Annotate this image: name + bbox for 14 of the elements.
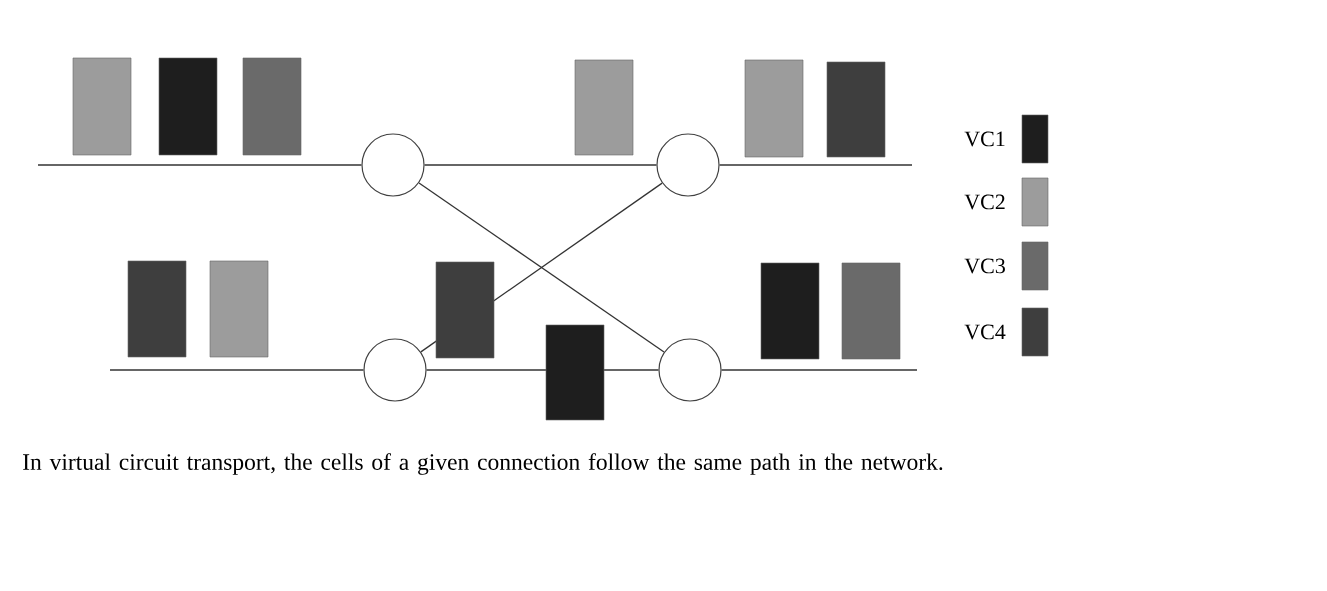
link-line <box>718 164 913 166</box>
legend-label: VC4 <box>964 324 1006 340</box>
caption: In virtual circuit transport, the cells of a given connection follow the same path in the network. <box>23 453 943 475</box>
switch-circle <box>361 133 425 197</box>
link-line <box>37 164 363 166</box>
link-line <box>423 164 658 166</box>
link-line <box>109 369 365 371</box>
legend-label: VC2 <box>964 194 1005 210</box>
switch-circle <box>363 338 427 402</box>
legend-label: VC1 <box>964 131 1005 147</box>
legend-label: VC3 <box>964 258 1005 274</box>
link-line <box>720 369 918 371</box>
switch-circle <box>658 338 722 402</box>
switch-circle <box>656 133 720 197</box>
